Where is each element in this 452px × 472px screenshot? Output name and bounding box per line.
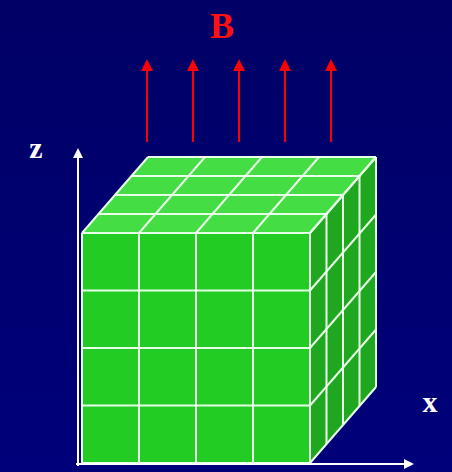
cube xyxy=(82,157,376,463)
axis-label: x xyxy=(423,387,438,417)
axis-label: z xyxy=(29,133,42,163)
field-label: B xyxy=(210,8,234,44)
field-arrows xyxy=(147,62,331,142)
cube-grid xyxy=(82,157,376,463)
cube-front-face xyxy=(82,233,310,463)
axes xyxy=(76,150,412,466)
cube-right-face xyxy=(310,157,376,463)
